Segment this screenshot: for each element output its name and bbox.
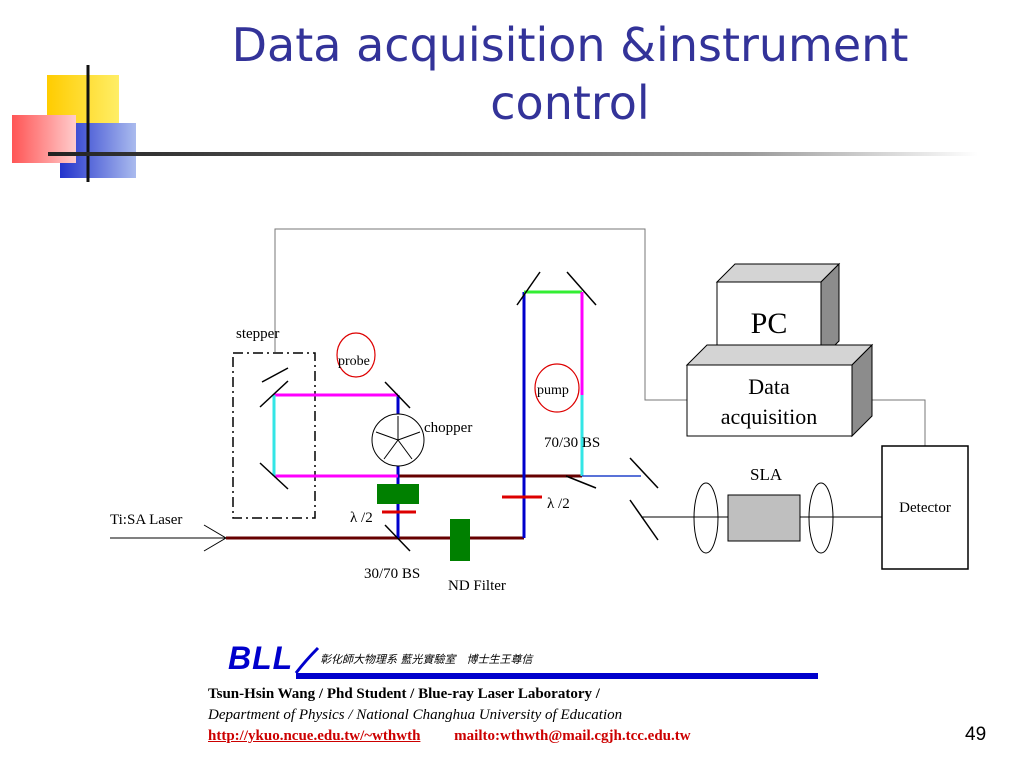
homepage-link[interactable]: http://ykuo.ncue.edu.tw/~wthwth — [208, 728, 421, 744]
sla-crystal — [727, 494, 801, 542]
chopper — [371, 413, 425, 467]
mirror — [629, 457, 659, 489]
nd-filter — [450, 519, 470, 561]
lab-name-chinese: 彰化師大物理系 藍光實驗室 博士生王尊信 — [320, 653, 533, 666]
stepper-box — [232, 352, 316, 519]
probe-label: probe — [338, 354, 370, 369]
control-cable-detector — [852, 399, 926, 446]
daq-label-line2: acquisition — [721, 404, 818, 429]
nd-filter-left — [377, 484, 419, 504]
detector-label: Detector — [899, 500, 951, 516]
daq-box — [686, 364, 853, 437]
contact-line: http://ykuo.ncue.edu.tw/~wthwth mailto:w… — [208, 728, 691, 745]
email-link[interactable]: mailto:wthwth@mail.cgjh.tcc.edu.tw — [454, 728, 691, 744]
department-line: Department of Physics / National Changhu… — [208, 707, 623, 723]
mirror — [259, 462, 289, 490]
pc-label: PC — [751, 307, 788, 340]
mirror — [565, 475, 597, 489]
daq-label-line1: Data — [748, 374, 790, 399]
lambda-left-label: λ /2 — [350, 510, 373, 526]
mirror — [259, 380, 289, 408]
sla-lens-left — [693, 482, 719, 554]
mirror — [261, 367, 289, 383]
bs-7030-label: 70/30 BS — [544, 435, 600, 451]
author-line: Tsun-Hsin Wang / Phd Student / Blue-ray … — [208, 686, 600, 702]
probe-highlight — [336, 332, 376, 378]
mirror — [566, 271, 597, 306]
mirror — [516, 271, 541, 306]
mirror — [629, 499, 659, 541]
slide-logo-decoration — [12, 65, 978, 182]
slide-title: Data acquisition &instrument control — [231, 18, 909, 130]
chopper-label: chopper — [424, 420, 472, 436]
detector-box — [881, 445, 969, 570]
lab-logo: BLL — [228, 640, 294, 676]
control-cable-stepper — [274, 228, 687, 401]
title-rule — [48, 152, 978, 156]
daq-box-top — [685, 344, 874, 366]
laser-label: Ti:SA Laser — [110, 512, 182, 528]
nd-filter-label: ND Filter — [448, 578, 506, 594]
lambda-right-label: λ /2 — [547, 496, 570, 512]
stepper-label: stepper — [236, 326, 279, 342]
sla-lens-right — [808, 482, 834, 554]
mirror — [384, 524, 411, 552]
pump-label: pump — [537, 383, 569, 398]
pump-highlight — [534, 363, 580, 413]
bs-3070-label: 30/70 BS — [364, 566, 420, 582]
mirror — [384, 381, 411, 409]
page-number: 49 — [965, 724, 987, 745]
sla-label: SLA — [750, 465, 783, 484]
mirrors — [259, 271, 659, 552]
pc-box-top — [715, 263, 841, 283]
footer-logo-stripe — [294, 646, 818, 679]
